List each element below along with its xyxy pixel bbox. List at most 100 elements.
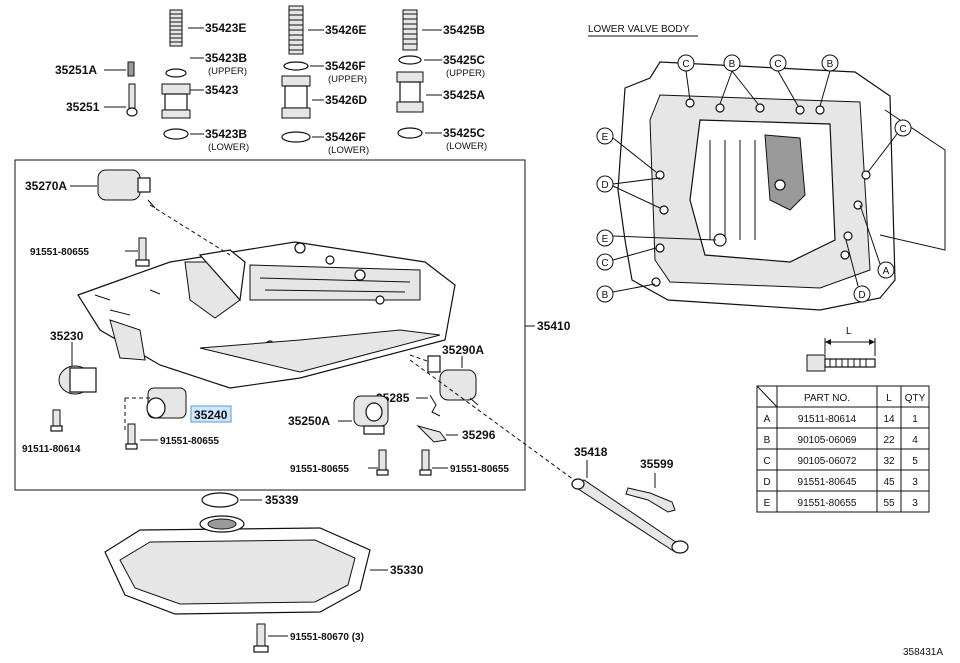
callout-c-4[interactable] (596, 253, 614, 271)
label-35425c-lower[interactable]: 35425C (443, 126, 485, 140)
callout-b-3[interactable] (596, 285, 614, 303)
spring-35425b-icon (402, 9, 418, 51)
label-35230[interactable]: 35230 (50, 329, 84, 343)
table-cell-part-no[interactable]: 91551-80645 (798, 477, 857, 488)
callout-d-2[interactable] (853, 285, 871, 303)
callout-c-3[interactable] (894, 119, 912, 137)
table-cell-qty: 3 (912, 498, 918, 509)
label-91551-80655-a[interactable]: 91551-80655 (30, 247, 89, 258)
solenoid-35240-icon (146, 387, 187, 419)
solenoid-35250a-icon (353, 395, 389, 435)
table-cell-key: D (763, 477, 770, 488)
callout-a-1[interactable] (877, 261, 895, 279)
figure-id: 358431A (903, 647, 943, 658)
solenoid-35270a-icon (97, 169, 156, 209)
solenoid-35290a-icon (427, 355, 479, 406)
bolt-91551-80655-b-icon (125, 423, 138, 450)
label-35426f-lower[interactable]: 35426F (325, 130, 366, 144)
qualifier-lower-2: (LOWER) (328, 145, 369, 156)
o-ring-35426f-upper-icon (283, 61, 309, 71)
label-35425a[interactable]: 35425A (443, 88, 485, 102)
label-35250a[interactable]: 35250A (288, 414, 330, 428)
table-cell-qty: 3 (912, 477, 918, 488)
label-35426f-upper[interactable]: 35426F (325, 59, 366, 73)
label-35425c-upper[interactable]: 35425C (443, 53, 485, 67)
table-cell-qty: 4 (912, 435, 918, 446)
callout-text-b-1: B (729, 59, 736, 70)
table-cell-part-no[interactable]: 91511-80614 (798, 414, 857, 425)
bracket-35285-icon (429, 394, 441, 417)
table-header-part-no: PART NO. (804, 393, 850, 404)
callout-e-1[interactable] (596, 127, 614, 145)
label-35423e[interactable]: 35423E (205, 21, 246, 35)
label-35423b-lower[interactable]: 35423B (205, 127, 247, 141)
label-35240[interactable]: 35240 (194, 408, 228, 422)
spring-35423e-icon (169, 9, 183, 47)
table-header-qty: QTY (905, 393, 926, 404)
label-35423[interactable]: 35423 (205, 83, 239, 97)
label-35339[interactable]: 35339 (265, 493, 299, 507)
table-cell-key: B (764, 435, 771, 446)
o-ring-35426f-lower-icon (281, 131, 311, 143)
label-91551-80670[interactable]: 91551-80670 (3) (290, 632, 364, 643)
label-35330[interactable]: 35330 (390, 563, 424, 577)
label-35251a[interactable]: 35251A (55, 63, 97, 77)
bracket-35599-icon (625, 487, 676, 513)
bolt-91551-80670-icon (253, 623, 269, 653)
table-cell-l: 32 (883, 456, 895, 467)
table-row: B 90105-06069 22 4 (764, 435, 919, 446)
table-cell-l: 22 (883, 435, 895, 446)
o-ring-35423b-lower-icon (163, 128, 189, 140)
table-cell-l: 55 (883, 498, 895, 509)
label-35251[interactable]: 35251 (66, 100, 100, 114)
table-cell-part-no[interactable]: 90105-06069 (798, 435, 857, 446)
callout-text-e-1: E (602, 132, 609, 143)
label-35418[interactable]: 35418 (574, 445, 608, 459)
callout-text-c-4: C (601, 258, 608, 269)
qualifier-lower-1: (LOWER) (208, 142, 249, 153)
qualifier-upper-3: (UPPER) (446, 68, 485, 79)
callout-text-e-2: E (602, 234, 609, 245)
label-35290a[interactable]: 35290A (442, 343, 484, 357)
table-row: A 91511-80614 14 1 (764, 414, 919, 425)
label-35296[interactable]: 35296 (462, 428, 496, 442)
plug-35426d-icon (281, 75, 311, 119)
table-row: D 91551-80645 45 3 (763, 477, 918, 488)
part-group-35251: 35251A 35251 (55, 61, 138, 117)
callout-text-b-3: B (602, 290, 609, 301)
label-35270a[interactable]: 35270A (25, 179, 67, 193)
label-91551-80655-d[interactable]: 91551-80655 (450, 464, 509, 475)
label-35426e[interactable]: 35426E (325, 23, 366, 37)
label-35599[interactable]: 35599 (640, 457, 674, 471)
callout-e-2[interactable] (596, 229, 614, 247)
table-cell-part-no[interactable]: 90105-06072 (798, 456, 857, 467)
bolt-91551-80655-d-icon (419, 449, 432, 476)
o-ring-35425c-upper-icon (398, 55, 422, 65)
table-cell-l: 14 (883, 414, 895, 425)
label-35425b[interactable]: 35425B (443, 23, 485, 37)
table-cell-key: E (764, 498, 771, 509)
table-cell-part-no[interactable]: 91551-80655 (798, 498, 857, 509)
label-35426d[interactable]: 35426D (325, 93, 367, 107)
bolt-91551-80655-a-icon (135, 237, 150, 267)
callout-text-c-2: C (774, 59, 781, 70)
table-cell-key: C (763, 456, 770, 467)
lower-valve-body-title: LOWER VALVE BODY (588, 24, 690, 35)
table-row: C 90105-06072 32 5 (763, 456, 918, 467)
callout-text-a-1: A (883, 266, 890, 277)
part-group-35423: 35423E 35423B (UPPER) 35423 35423B (LOWE… (161, 9, 249, 153)
label-91551-80655-b[interactable]: 91551-80655 (160, 436, 219, 447)
qualifier-upper-1: (UPPER) (208, 66, 247, 77)
part-group-35425: 35425B 35425C (UPPER) 35425A 35425C (LOW… (396, 9, 487, 152)
pin-35251a-icon (127, 61, 135, 77)
label-35410[interactable]: 35410 (537, 319, 571, 333)
spring-35426e-icon (288, 5, 304, 55)
label-35423b-upper[interactable]: 35423B (205, 51, 247, 65)
plug-35423-icon (161, 83, 191, 119)
valve-35251-icon (126, 83, 138, 117)
label-91551-80655-c[interactable]: 91551-80655 (290, 464, 349, 475)
label-91511-80614[interactable]: 91511-80614 (22, 444, 81, 455)
o-ring-35339-icon (201, 492, 239, 508)
